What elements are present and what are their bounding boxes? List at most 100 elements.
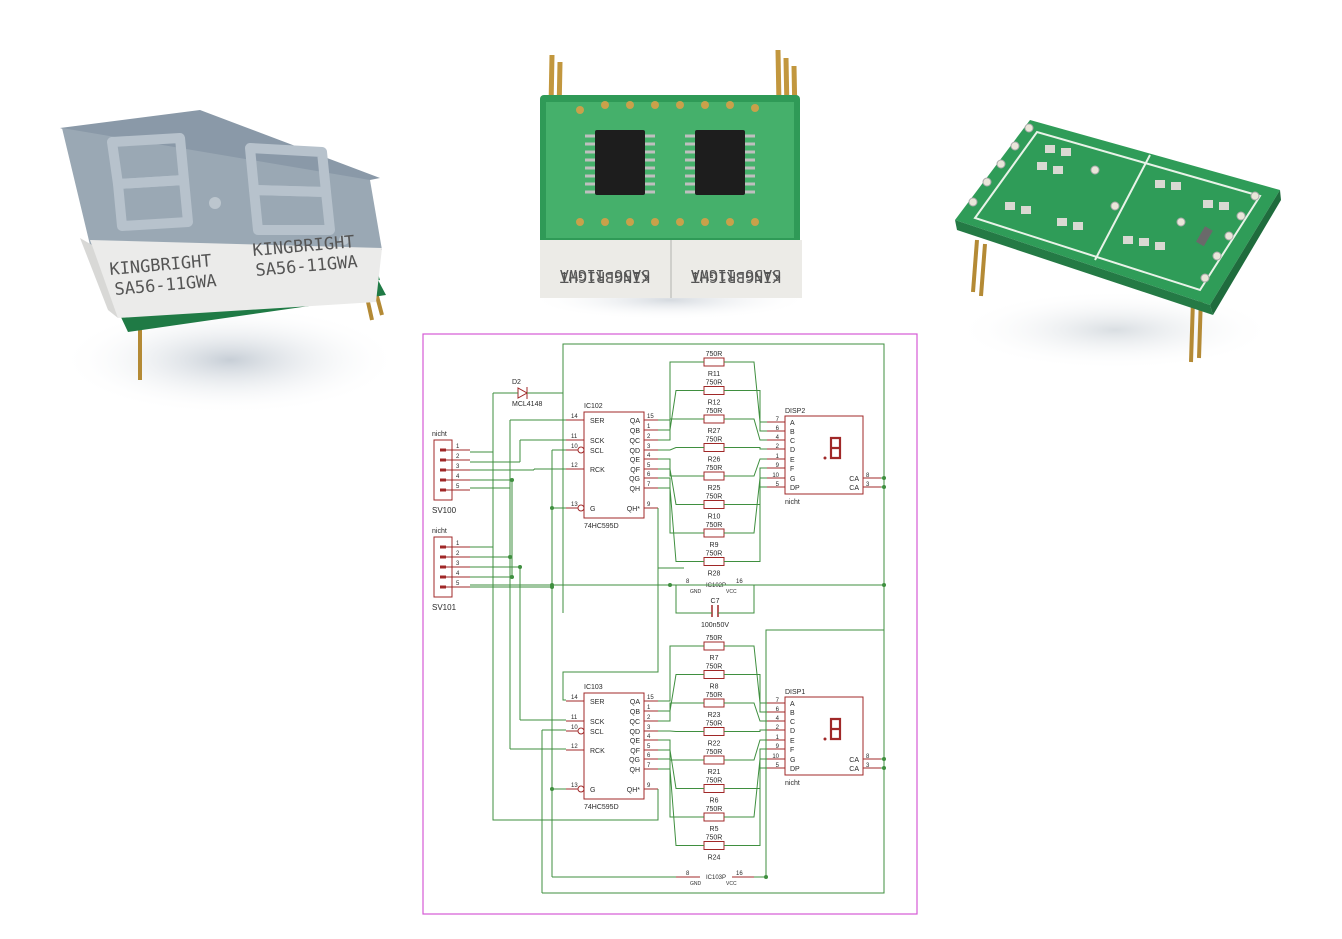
ic-pin-label: SCK	[590, 438, 605, 445]
resistor	[703, 414, 725, 424]
display-pin-label: DP	[790, 766, 800, 773]
power-pin-number: 16	[736, 871, 743, 877]
ic-pin-number: 5	[647, 463, 651, 469]
display-pin-number: 3	[866, 482, 870, 488]
resistor-value: 750R	[706, 778, 723, 785]
power-pin-label: GND	[690, 881, 702, 887]
display-pin-label: A	[790, 420, 795, 427]
display-pin-label: B	[790, 429, 795, 436]
resistor-value: 750R	[706, 408, 723, 415]
display-pin-label: C	[790, 719, 795, 726]
ic-value: 74HC595D	[584, 523, 619, 530]
power-pin-number: 8	[686, 871, 690, 877]
display-ref: DISP2	[785, 408, 805, 415]
connector-note: nicht	[432, 528, 447, 535]
ic-pin-label: SCL	[590, 448, 604, 455]
ic-ref: IC102	[584, 403, 603, 410]
ic-pin-label: G	[590, 506, 595, 513]
display-note: nicht	[785, 780, 800, 787]
resistor-ref: R7	[710, 655, 719, 662]
junction-dot	[882, 766, 886, 770]
resistor	[703, 641, 725, 651]
display-pin-label: G	[790, 757, 795, 764]
wire	[744, 390, 767, 432]
connector-pin	[440, 448, 446, 452]
display-pin-number: 3	[866, 763, 870, 769]
connector-pin	[440, 575, 446, 579]
ic-pin-label: SER	[590, 699, 604, 706]
connector-pin-number: 1	[456, 541, 460, 547]
wire	[744, 729, 767, 732]
ic-pin-number: 15	[647, 414, 654, 420]
diode-value: MCL4148	[512, 401, 542, 408]
ic-pin-number: 13	[571, 783, 578, 789]
power-pin-number: 16	[736, 579, 743, 585]
connector-pin	[440, 478, 446, 482]
ic-body	[583, 411, 645, 519]
resistor-value: 750R	[706, 465, 723, 472]
connector-pin-number: 3	[456, 464, 460, 470]
display-pin-number: 10	[772, 754, 779, 760]
connector-pin-number: 5	[456, 581, 460, 587]
ic-pin-label: QH	[630, 486, 641, 493]
resistor	[703, 670, 725, 679]
capacitor-value: 100n50V	[701, 622, 729, 629]
display-pin-number: 4	[776, 716, 780, 722]
display-pin-number: 5	[776, 482, 780, 488]
display-window	[62, 128, 382, 250]
wire	[718, 585, 755, 614]
resistor	[703, 557, 725, 566]
ic-pin-number: 7	[647, 482, 651, 488]
junction-dot	[668, 583, 672, 587]
power-pin-label: VCC	[726, 589, 737, 595]
power-ref: IC103P	[706, 875, 726, 881]
connector-pin	[440, 585, 446, 589]
display-pin-label: F	[790, 466, 794, 473]
ic-pin-label: QA	[630, 699, 640, 706]
power-pin-label: GND	[690, 589, 702, 595]
capacitor-ref: C7	[711, 598, 720, 605]
connector-pin	[440, 555, 446, 559]
ic-pin-number: 10	[571, 444, 578, 450]
ic-pin-label: QH	[630, 767, 641, 774]
resistor-value: 750R	[706, 635, 723, 642]
display-pin-number: 4	[776, 435, 780, 441]
schematic-frame	[422, 333, 918, 915]
ic-pin-number: 9	[647, 502, 651, 508]
connector-pin	[440, 468, 446, 472]
ic-pin-label: RCK	[590, 467, 605, 474]
resistor	[703, 357, 725, 367]
resistor-ref: R28	[708, 571, 721, 578]
wire	[744, 674, 767, 713]
display-pin-number: 9	[776, 744, 780, 750]
wire	[675, 585, 712, 614]
wire	[658, 447, 684, 451]
seven-segment-digit	[107, 133, 193, 231]
display-pin-label: CA	[849, 766, 859, 773]
seven-segment-digit	[245, 143, 335, 235]
resistor-value: 750R	[706, 522, 723, 529]
power-pin-number: 8	[686, 579, 690, 585]
wire	[658, 468, 684, 505]
display-pin-label: E	[790, 457, 795, 464]
resistor-value: 750R	[706, 551, 723, 558]
ic-pin-label: QF	[630, 467, 640, 474]
wire	[658, 477, 684, 534]
junction-dot	[518, 565, 522, 569]
resistor	[703, 698, 725, 708]
display-pin-label: CA	[849, 757, 859, 764]
ic-pin-number: 1	[647, 424, 651, 430]
resistor-value: 750R	[706, 721, 723, 728]
ic-pin-number: 4	[647, 453, 651, 459]
display-pin-label: C	[790, 438, 795, 445]
display-pin-label: CA	[849, 476, 859, 483]
wire	[562, 508, 659, 701]
resistor-ref: R10	[708, 514, 721, 521]
resistor	[703, 784, 725, 793]
wire	[658, 768, 684, 846]
ic-chip	[685, 130, 755, 195]
resistor-value: 750R	[706, 664, 723, 671]
resistor-ref: R5	[710, 826, 719, 833]
resistor-ref: R25	[708, 485, 721, 492]
